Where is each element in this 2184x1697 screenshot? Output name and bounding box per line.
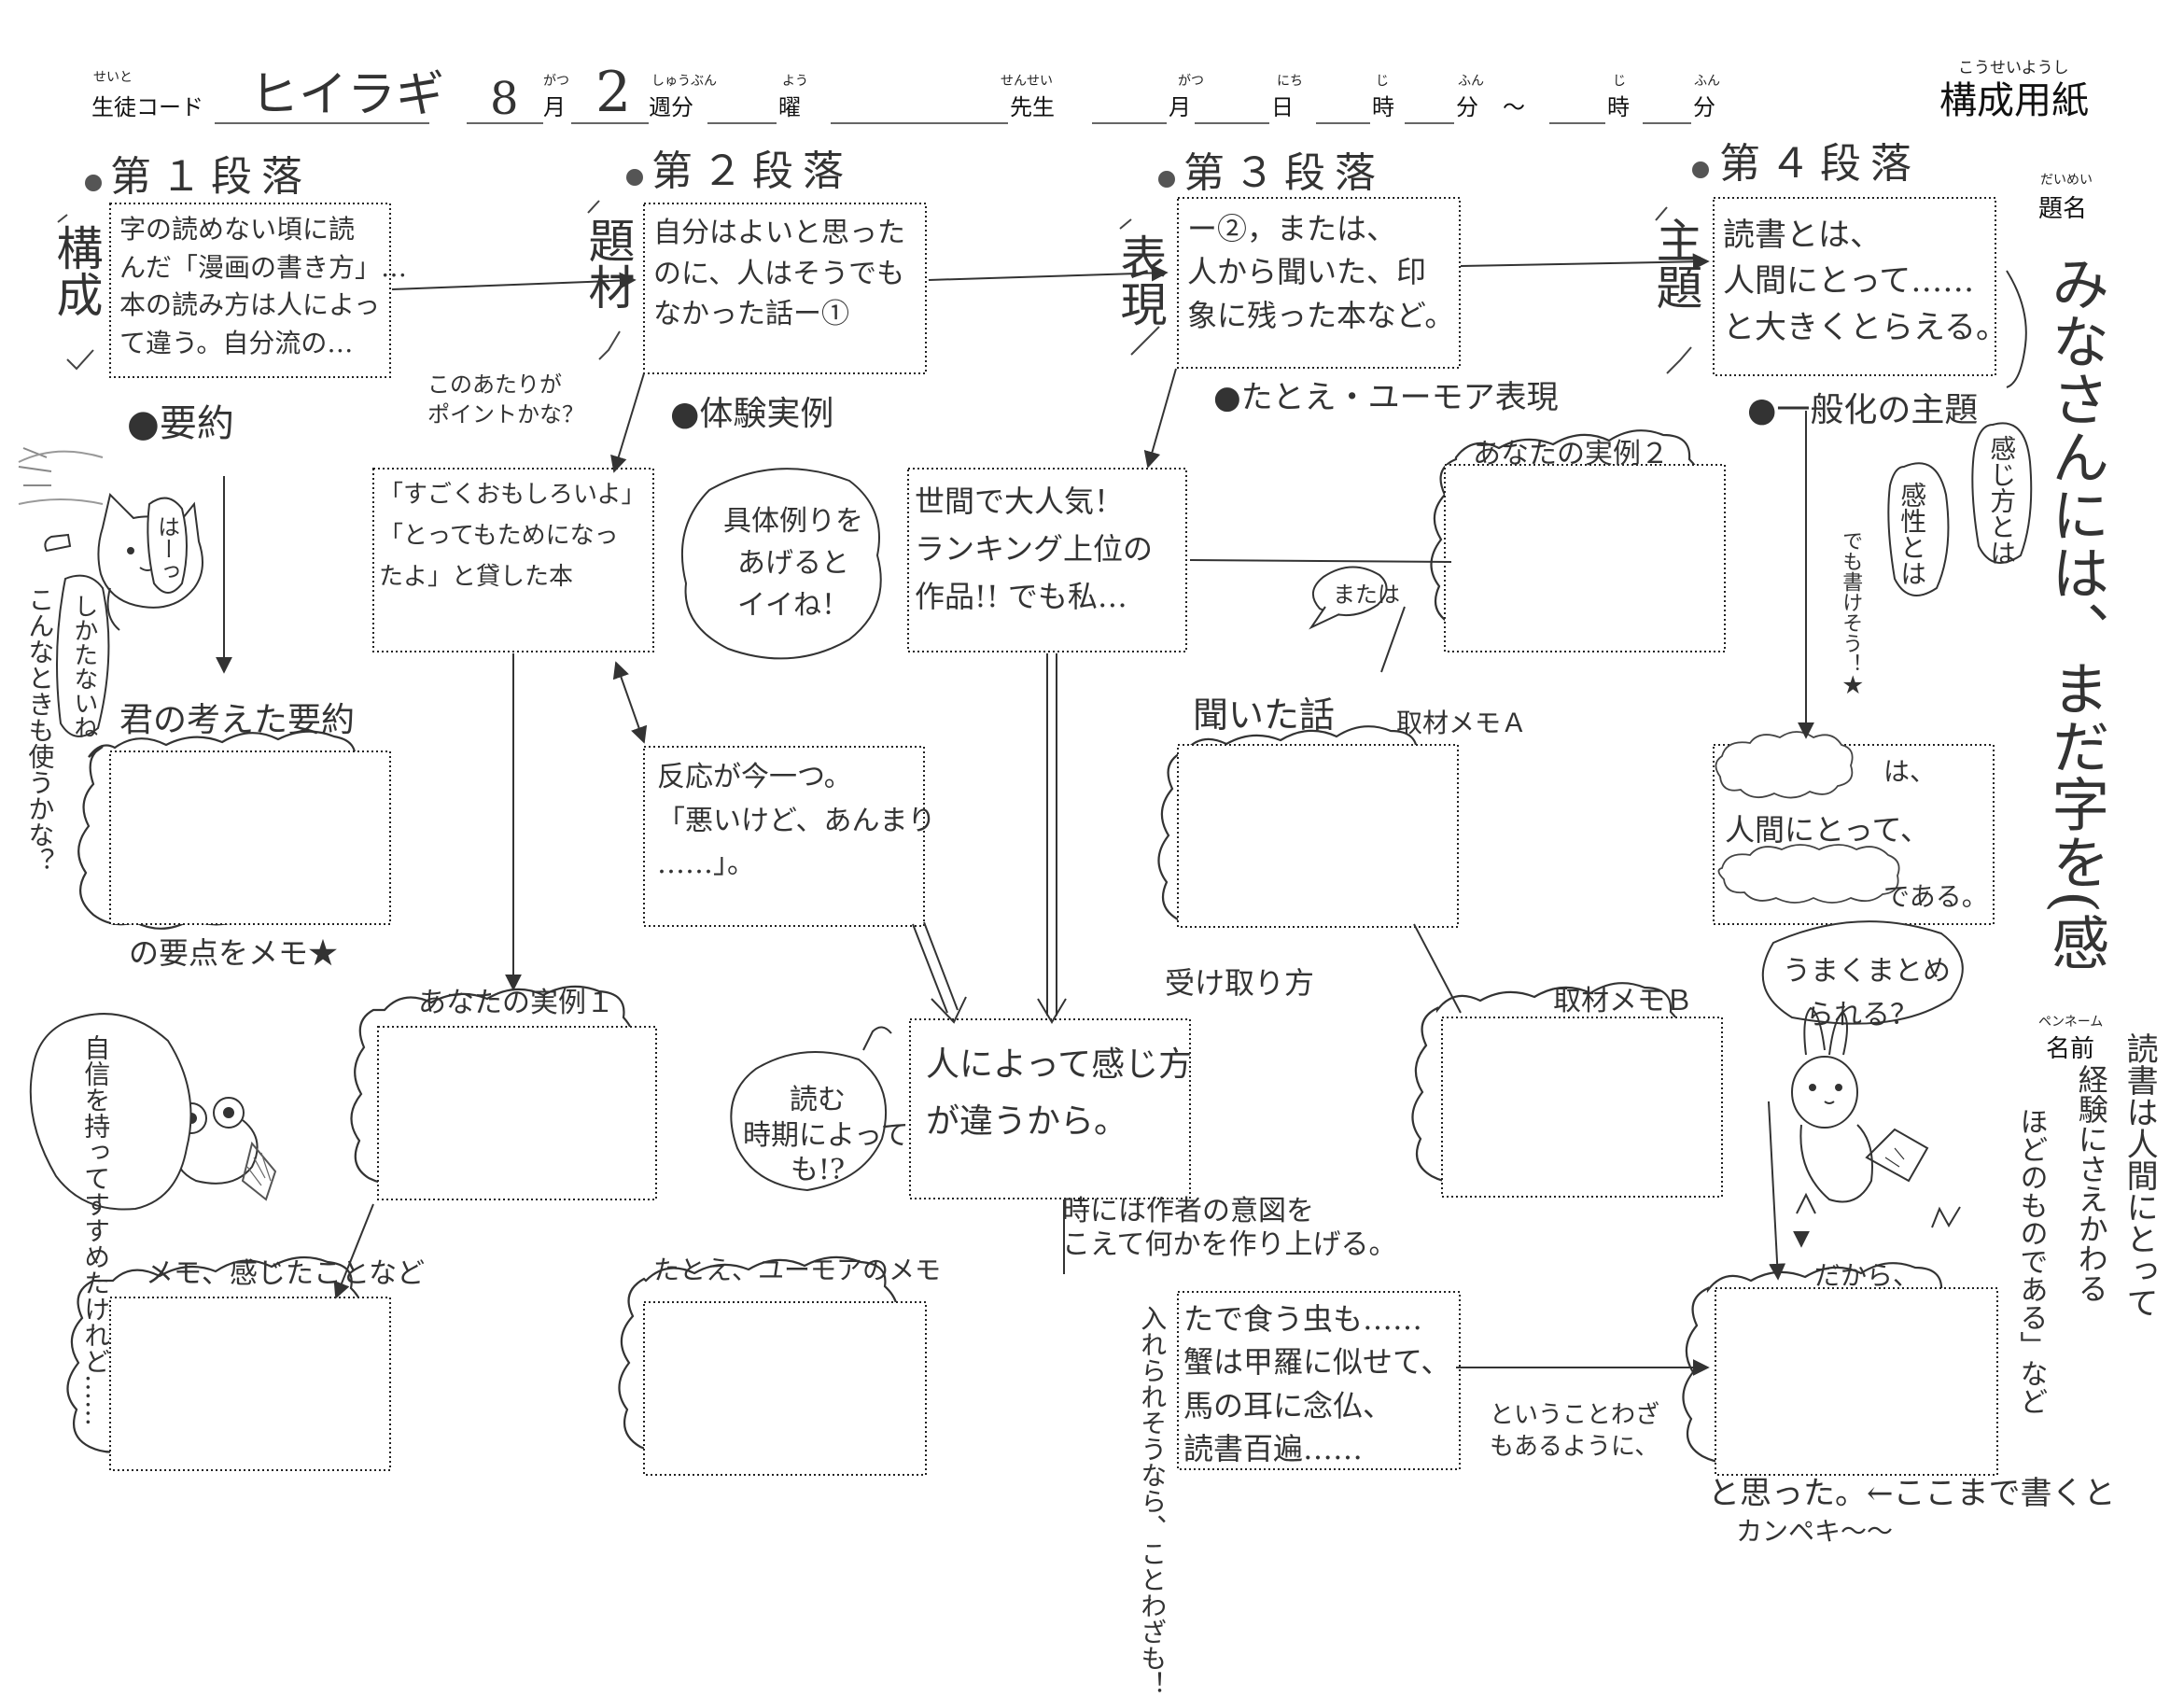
side-note: こんなときも使うかな？ xyxy=(24,586,56,874)
minute2-label: 分 xyxy=(1693,94,1715,120)
or-bubble: または xyxy=(1333,582,1400,608)
cat-speech-2: しかたないね xyxy=(69,594,98,739)
sheet-title: 構成用紙 xyxy=(1939,79,2089,122)
month-value[interactable]: 8 xyxy=(490,73,519,125)
answer-clouds xyxy=(1715,731,1900,904)
day-label: 曜 xyxy=(778,94,801,120)
cloud-dearu: である。 xyxy=(1883,881,1988,912)
feel-bubble: 感じ方とは xyxy=(1986,435,2018,566)
penname-ruby: ペンネーム xyxy=(2038,1015,2104,1030)
vertical-example-1: 読書は人間にとって xyxy=(2121,1032,2159,1318)
student-code-label: 生徒コード xyxy=(91,94,203,120)
paragraph-2-heading: 第２段落 xyxy=(651,147,853,195)
paragraph-1-box[interactable]: 字の読めない頃に読 んだ「漫画の書き方」… 本の読み方は人によっ て違う。自分流… xyxy=(119,214,408,358)
date-day-label: 日 xyxy=(1271,94,1294,120)
hour-ruby: じ xyxy=(1376,74,1389,89)
vertical-example-3: ほどのものである」など xyxy=(2014,1107,2048,1415)
week-label: 週分 xyxy=(649,94,693,120)
reaction-box[interactable]: 反応が今一つ。 「悪いけど、あんまり ……」。 xyxy=(657,761,936,880)
omotta-label: と思った。←ここまで書くと xyxy=(1708,1475,2116,1512)
frog-speech-bubble xyxy=(29,1013,192,1211)
differs-box[interactable]: 人によって感じ方 が違うから。 xyxy=(926,1045,1193,1142)
minute2-ruby: ふん xyxy=(1694,74,1720,89)
reading-time-bubble: 読む 時期によって も!? xyxy=(743,1084,909,1186)
interview-memo-a-label: 取材メモＡ xyxy=(1396,708,1528,738)
date-month-ruby: がつ xyxy=(1178,74,1204,89)
sheet-title-ruby: こうせいようし xyxy=(1958,59,2069,77)
your-example-2-label: あなたの実例２ xyxy=(1473,438,1669,470)
vertical-example-2: 経験にさえかわる xyxy=(2073,1064,2109,1303)
teacher-label: 先生 xyxy=(1010,94,1055,120)
popular-box[interactable]: 世間で大人気！ ランキング上位の 作品!! でも私… xyxy=(915,484,1154,615)
your-summary-label: 君の考えた要約 xyxy=(119,701,356,739)
your-example-1-label: あなたの実例１ xyxy=(418,987,614,1019)
cat-speech-1: はーっ xyxy=(153,515,180,582)
paragraph-2-side-label: 題材 xyxy=(581,217,636,310)
point-note: このあたりが ポイントかな？ xyxy=(427,372,584,428)
hour-label: 時 xyxy=(1372,94,1394,120)
concrete-example-bubble: 具体例りを あげると イイね！ xyxy=(723,505,863,622)
rabbit-doodle xyxy=(1791,1006,1961,1228)
side-label-brackets xyxy=(57,200,1692,374)
tilde: ～ xyxy=(1503,94,1525,120)
speech-bubbles xyxy=(680,422,2033,1192)
month-ruby: がつ xyxy=(543,74,569,89)
month-label: 月 xyxy=(543,94,566,120)
proverb-box[interactable]: たで食う虫も…… 蟹は甲羅に似せて、 馬の耳に念仏、 読書百遍…… xyxy=(1183,1301,1451,1467)
teacher-ruby: せんせい xyxy=(1001,74,1053,89)
paragraph-4-sub-label: ●一般化の主題 xyxy=(1747,391,1979,429)
double-arrows xyxy=(912,653,1067,1024)
date-month-label: 月 xyxy=(1169,94,1191,120)
example-box[interactable]: 「すごくおもしろいよ」 「とってもためになっ たよ」と貸した本 xyxy=(379,481,646,592)
cloud-human: 人間にとって、 xyxy=(1725,812,1930,848)
frog-speech: 自信を持ってすすめたけれど…… xyxy=(80,1034,112,1426)
paragraph-4-side-label: 主題 xyxy=(1648,217,1703,310)
paragraph-3-side-label: 表現 xyxy=(1113,233,1168,327)
summary-memo-label: の要点をメモ★ xyxy=(129,935,339,971)
title-label: 題名 xyxy=(2038,195,2088,223)
dakara-label: だから、 xyxy=(1814,1260,1920,1291)
paragraph-3-sub-label: ●たとえ・ユーモア表現 xyxy=(1213,379,1559,416)
summarize-bubble: うまくまとめ られる？ xyxy=(1783,955,1951,1031)
receive-label: 受け取り方 xyxy=(1165,965,1315,1001)
student-code-ruby: せいと xyxy=(93,70,133,85)
tatoe-memo-label: たとえ、ユーモアのメモ xyxy=(653,1255,942,1285)
minute-ruby: ふん xyxy=(1458,74,1484,89)
interview-memo-b-label: 取材メモＢ xyxy=(1553,985,1693,1017)
hour2-label: 時 xyxy=(1607,94,1630,120)
paragraph-2-sub-label: ●体験実例 xyxy=(670,395,834,433)
penname-label: 名前 xyxy=(2046,1035,2095,1063)
cloud-wa: は、 xyxy=(1883,756,1937,787)
paragraph-1-sub-label: ●要約 xyxy=(127,402,234,445)
day-ruby: よう xyxy=(782,74,808,89)
connector-arrows xyxy=(216,253,2027,1376)
paragraph-3-heading: 第３段落 xyxy=(1183,149,1385,197)
date-day-ruby: にち xyxy=(1277,74,1303,89)
essay-title[interactable]: みなさんには、まだ字を(感 xyxy=(2041,254,2110,972)
title-ruby: だいめい xyxy=(2040,173,2093,188)
author-intent-note: 時には作者の意図を こえて何かを作り上げる。 xyxy=(1062,1195,1397,1261)
sense-bubble: 感性とは xyxy=(1897,482,1928,586)
kanpeki-label: カンペキ～～ xyxy=(1736,1516,1894,1547)
paragraph-4-box[interactable]: 読書とは、 人間にとって…… と大きくとらえる。 xyxy=(1723,217,2008,346)
proverb-note: ということわざ もあるように、 xyxy=(1490,1401,1660,1461)
cat-speech-bubbles xyxy=(56,497,188,737)
week-ruby: しゅうぶん xyxy=(651,74,717,89)
week-value[interactable]: 2 xyxy=(595,60,632,125)
paragraph-4-heading: 第４段落 xyxy=(1719,140,1921,188)
proverb-side-note: 入れられそうなら、ことわざも！ xyxy=(1137,1305,1169,1697)
paragraph-2-box[interactable]: 自分はよいと思った のに、人はそうでも なかった話ー① xyxy=(653,217,905,330)
paragraph-1-heading: 第１段落 xyxy=(110,153,312,201)
memo-feelings-label: メモ、感じたことなど xyxy=(146,1257,426,1290)
paragraph-1-side-label: 構成 xyxy=(49,224,104,317)
heard-story-label: 聞いた話 xyxy=(1193,694,1336,736)
student-code-value[interactable]: ヒイラギ xyxy=(250,67,445,123)
hour2-ruby: じ xyxy=(1613,74,1626,89)
paragraph-3-box[interactable]: ー②，または、 人から聞いた、印 象に残った本など。 xyxy=(1187,211,1455,333)
can-write-note: でも書けそう！★ xyxy=(1839,530,1863,694)
paragraph-bullets xyxy=(85,161,1709,191)
worksheet-drawing xyxy=(18,122,2033,1476)
dotted-boxes xyxy=(109,197,1996,1470)
minute-label: 分 xyxy=(1456,94,1478,120)
